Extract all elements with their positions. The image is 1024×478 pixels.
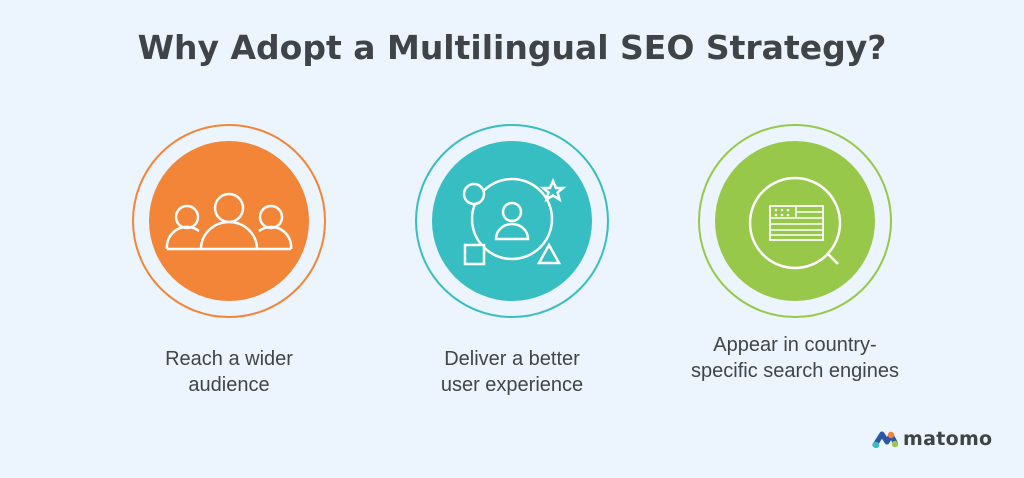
matomo-logo-icon bbox=[872, 431, 898, 448]
outer-ring bbox=[698, 124, 892, 318]
page-title: Why Adopt a Multilingual SEO Strategy? bbox=[137, 28, 887, 67]
icon-disc bbox=[149, 141, 309, 301]
icon-disc bbox=[432, 141, 592, 301]
card-label: Reach a wider audience bbox=[165, 348, 293, 396]
outer-ring bbox=[132, 124, 326, 318]
user-with-shapes-icon bbox=[462, 177, 567, 266]
logo-text: matomo bbox=[903, 428, 993, 450]
icon-disc bbox=[715, 141, 875, 301]
group-of-people-icon bbox=[165, 192, 293, 251]
card-label: Appear in country- specific search engin… bbox=[691, 334, 899, 382]
matomo-logo: matomo bbox=[872, 428, 992, 450]
flag-magnifier-icon bbox=[748, 176, 842, 270]
card-label: Deliver a better user experience bbox=[440, 348, 584, 396]
outer-ring bbox=[415, 124, 609, 318]
